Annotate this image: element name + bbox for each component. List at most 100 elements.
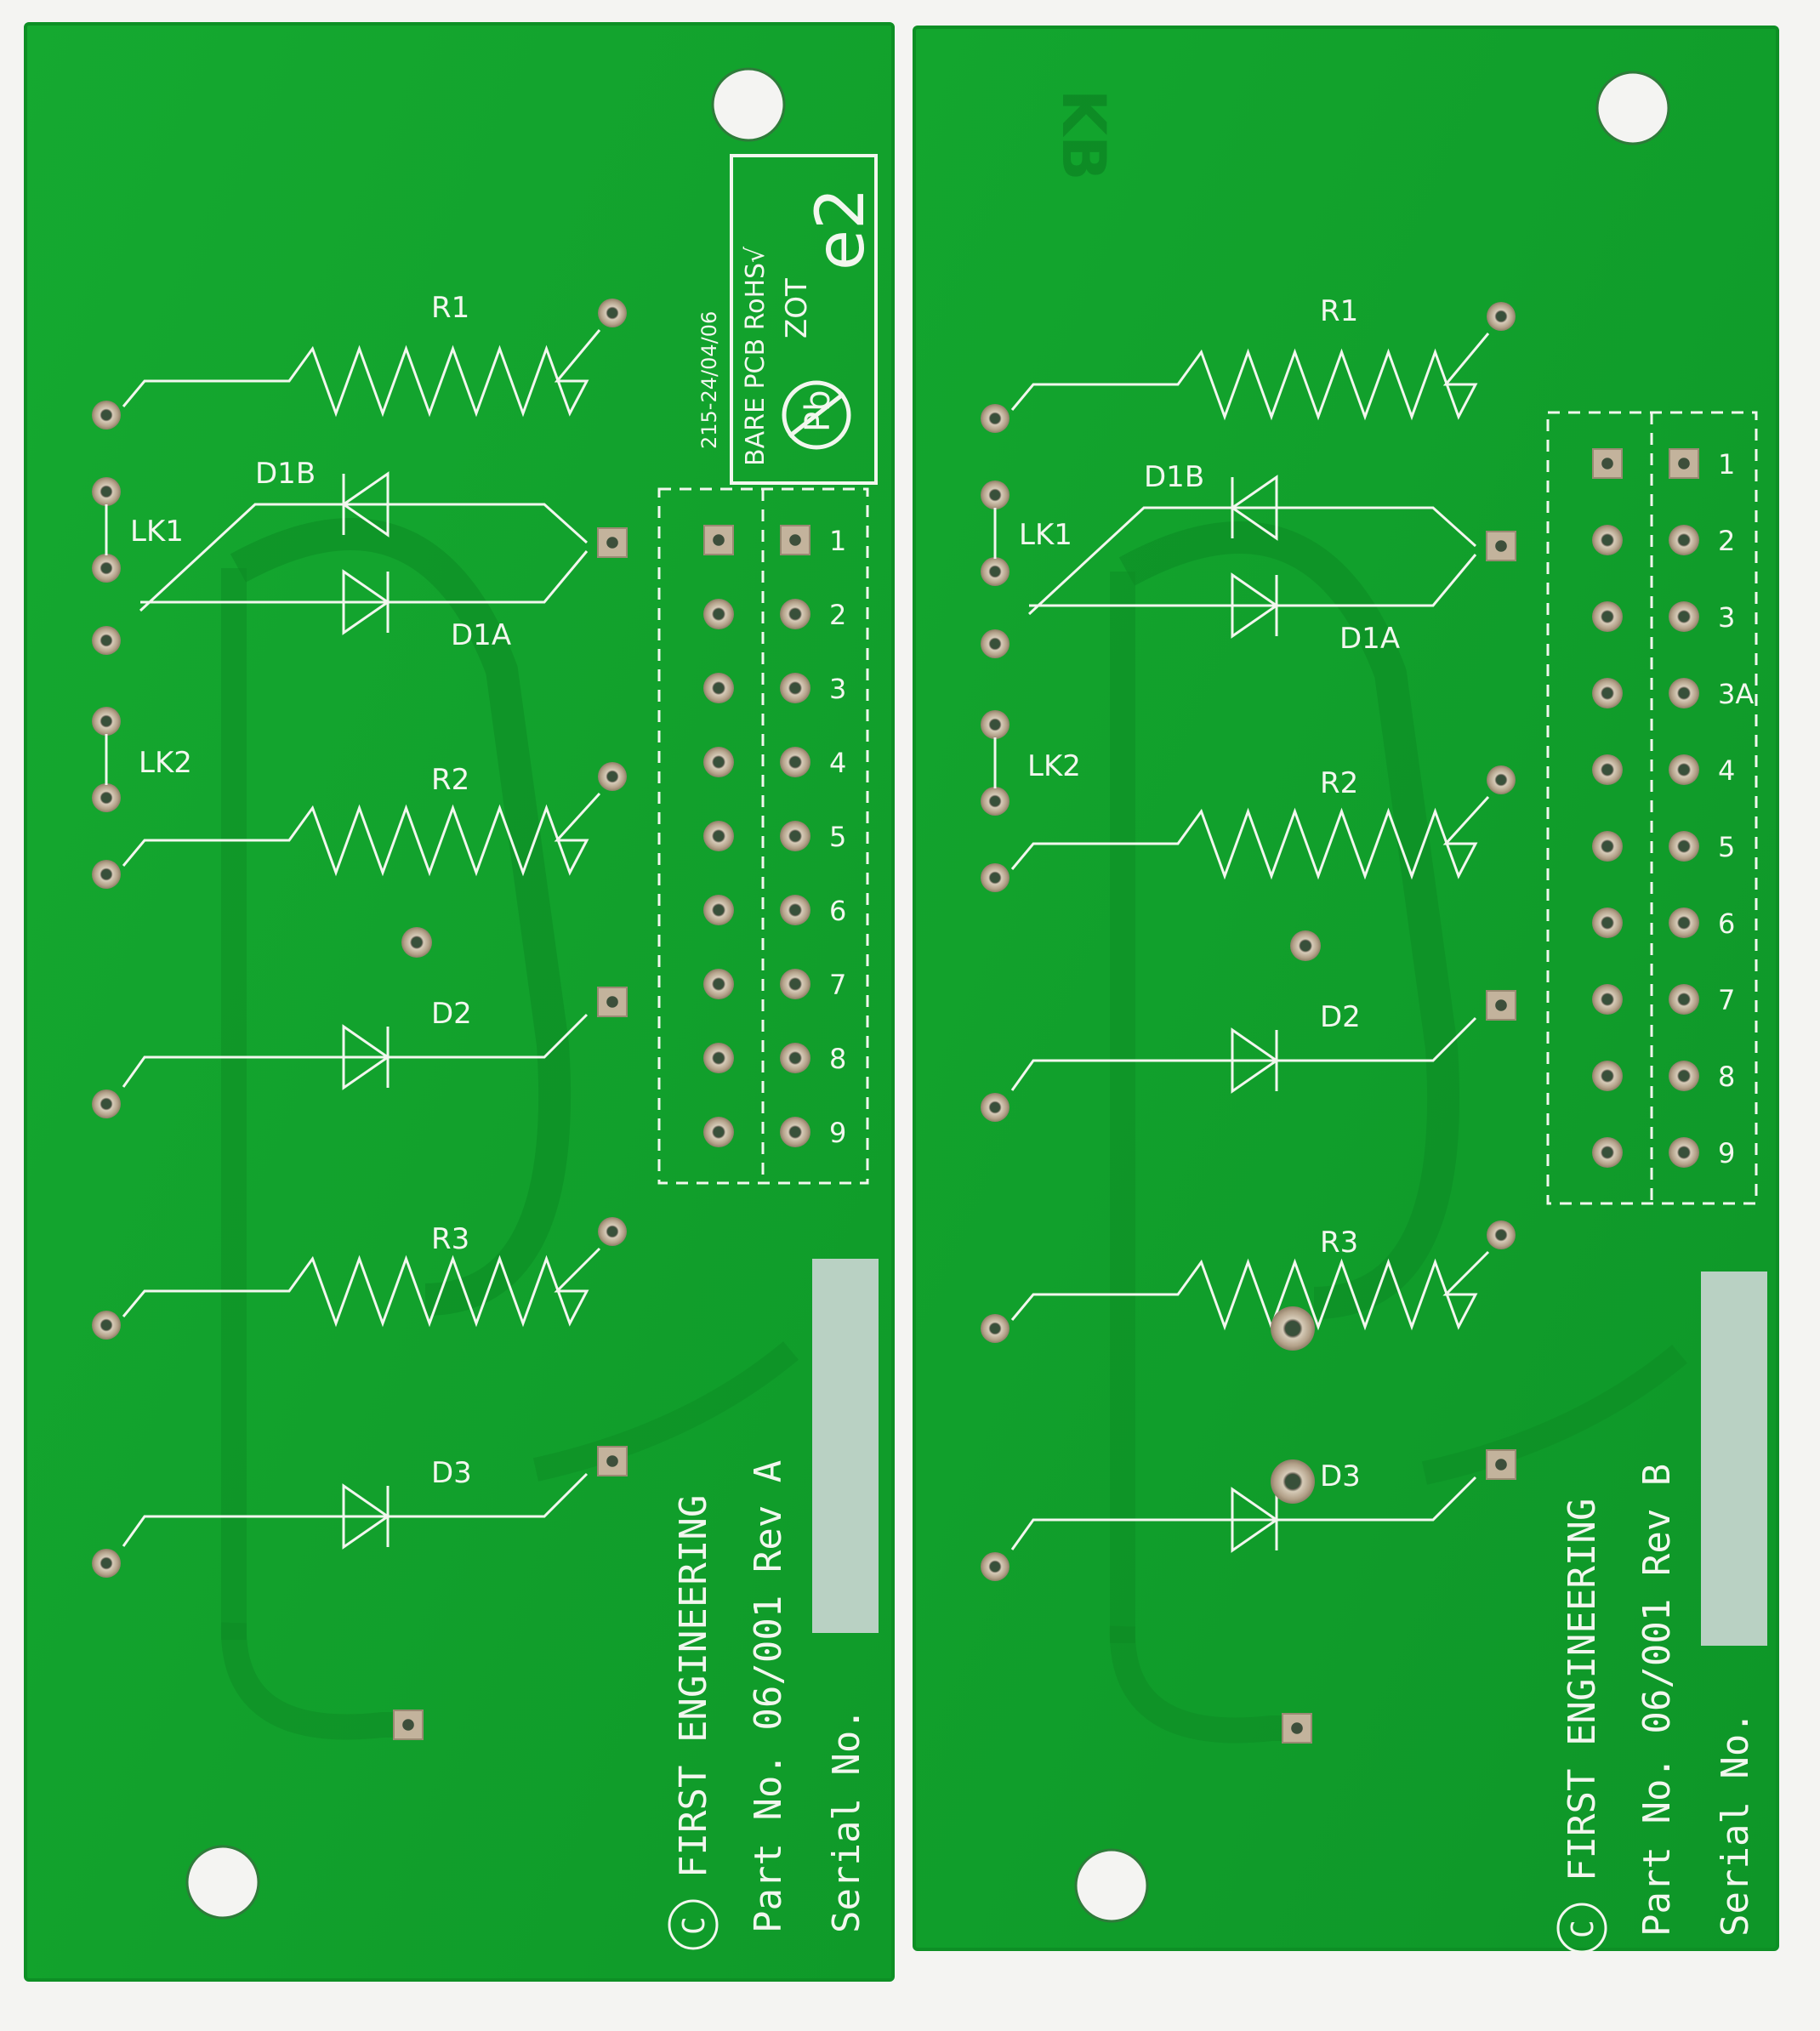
copyright-symbol: C [677,1916,712,1935]
drill-hole [990,796,1000,806]
drill-hole [1601,611,1613,623]
header-pin-label-4: 4 [1718,754,1735,787]
header-pin-label-6: 6 [829,895,846,927]
drill-hole [789,1052,801,1064]
mounting-hole [711,67,786,142]
rohs-box [730,154,878,485]
drill-hole [1300,940,1311,952]
d1a-label: D1A [1339,622,1400,656]
d2-symbol [342,1024,390,1090]
serial-number-box [1701,1272,1767,1646]
drill-hole [713,904,725,916]
drill-hole [1678,687,1690,699]
drill-hole [101,410,111,420]
copper-trace [220,1622,417,1740]
drill-hole [1678,611,1690,623]
d2-label: D2 [1320,1000,1361,1034]
header-pin-label-3A: 3A [1718,678,1754,710]
d3-symbol [342,1483,390,1550]
r1-symbol [1010,333,1490,421]
drill-hole [606,996,618,1008]
part-number: Part No. 06/001 Rev B [1635,1464,1679,1937]
drill-hole [789,1126,801,1138]
r1-symbol [122,329,601,418]
drill-hole [1496,775,1506,785]
drill-hole [101,793,111,803]
header-pin-label-2: 2 [1718,525,1735,557]
company-name: FIRST ENGINEERING [672,1495,715,1878]
header-pin-label-5: 5 [1718,831,1735,863]
drill-hole [990,1562,1000,1572]
drill-hole [789,682,801,694]
drill-hole [411,936,423,948]
drill-hole [990,1102,1000,1112]
drill-hole [990,720,1000,730]
drill-hole [789,756,801,768]
drill-hole [789,534,801,546]
lk1-label: LK1 [130,515,184,549]
r3-label: R3 [1320,1226,1358,1260]
drill-hole [789,904,801,916]
drill-hole [713,682,725,694]
header-pin-label-3: 3 [1718,601,1735,634]
drill-hole [1496,1230,1506,1240]
r1-label: R1 [431,291,469,325]
d1a-lead [1029,554,1477,607]
d2-pad-right [1486,990,1516,1021]
r2-label: R2 [431,763,469,797]
drill-hole [607,771,617,782]
drill-hole [1601,687,1613,699]
drill-hole [1601,917,1613,929]
copyright-circle [1556,1903,1607,1954]
d3-label: D3 [431,1456,472,1490]
drill-hole [1678,917,1690,929]
d1b-lead [1027,506,1477,616]
mounting-hole [1074,1848,1149,1923]
drill-hole [607,1226,617,1237]
d1a-symbol [342,569,390,635]
d2-label: D2 [431,997,472,1031]
marker-initials: KB [1049,89,1118,181]
header-pin-label-1: 1 [829,525,846,557]
part-number: Part No. 06/001 Rev A [747,1460,790,1933]
header-pin-label-8: 8 [1718,1061,1735,1093]
lk2-label: LK2 [139,746,192,780]
drill-hole [1285,1474,1300,1489]
drill-hole [1678,764,1690,776]
mounting-hole [185,1845,260,1920]
pcb-board [24,22,895,1982]
drill-hole [402,1719,414,1731]
pcb-board [913,26,1779,1951]
drill-hole [1601,534,1613,546]
drill-hole [789,978,801,990]
r2-symbol [122,792,601,877]
serial-number-label: Serial No. [825,1708,868,1933]
d1b-symbol [341,471,390,538]
d1a-symbol [1231,572,1279,639]
drill-hole [1291,1722,1303,1734]
d1b-label: D1B [1144,460,1204,494]
copyright-symbol: C [1566,1920,1601,1938]
legend-block: C FIRST ENGINEERING Part No. 06/001 Rev A S… [668,154,879,1950]
header-pin-label-7: 7 [829,969,846,1001]
drill-hole [101,1320,111,1330]
drill-hole [713,978,725,990]
d1b-lead [139,503,589,612]
drill-hole [990,873,1000,883]
header-pin-label-9: 9 [1718,1137,1735,1169]
d1a-label: D1A [451,618,511,652]
lk2-label: LK2 [1027,749,1081,783]
drill-hole [606,537,618,549]
drill-hole [1495,1459,1507,1471]
header-pin-label-1: 1 [1718,448,1735,481]
lk1-label: LK1 [1019,518,1072,552]
lead-free-logo [782,380,851,450]
d1b-label: D1B [255,457,316,491]
drill-hole [1496,311,1506,321]
copper-trace [532,1341,799,1482]
d2-symbol [1231,1027,1279,1094]
drill-hole [713,1126,725,1138]
drill-hole [713,534,725,546]
r3-symbol [1010,1250,1490,1331]
d1a-lead [140,550,589,604]
